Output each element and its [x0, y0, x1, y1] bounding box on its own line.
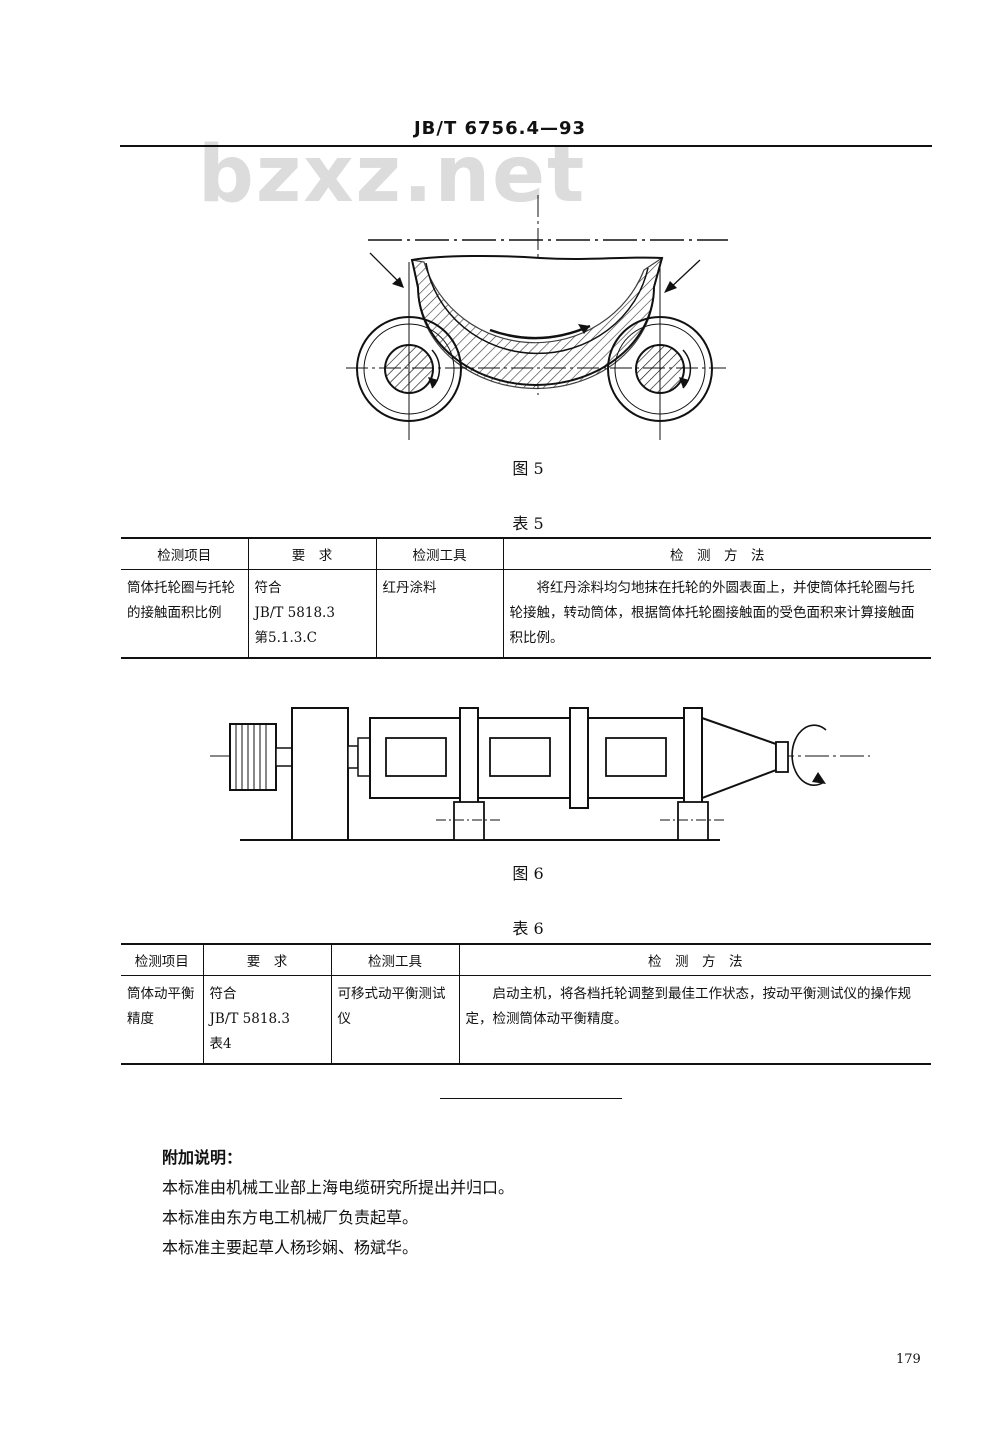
cell-item: 筒体托轮圈与托轮的接触面积比例: [121, 569, 248, 659]
cell-method: 将红丹涂料均匀地抹在托轮的外圆表面上，并使筒体托轮圈与托轮接触，转动筒体，根据筒…: [502, 569, 931, 659]
header-tool: 检测工具: [330, 943, 459, 976]
cell-tool: 可移式动平衡测试仪: [330, 975, 459, 1065]
drum-cone: [701, 716, 777, 800]
requirement-line: 表4: [209, 1036, 232, 1052]
notes-line: 本标准由机械工业部上海电缆研究所提出并归口。: [162, 1178, 515, 1197]
notes-line: 本标准主要起草人杨珍娴、杨斌华。: [162, 1238, 419, 1257]
requirement-line: 第5.1.3.C: [254, 630, 317, 646]
cell-method: 启动主机，将各档托轮调整到最佳工作状态，按动平衡测试仪的操作规定，检测筒体动平衡…: [458, 975, 931, 1065]
cell-requirement: 符合 JB/T 5818.3 表4: [202, 975, 331, 1065]
support-roller: [453, 801, 485, 841]
notes-line: 本标准由东方电工机械厂负责起草。: [162, 1208, 419, 1227]
drive-pulley: [229, 723, 277, 791]
cell-tool: 红丹涂料: [375, 569, 503, 659]
drum-rotation-arrow: [489, 324, 591, 340]
table-header-row: 检测项目 要 求 检测工具 检 测 方 法: [121, 537, 931, 570]
right-roller: [607, 316, 713, 422]
table-6: 检测项目 要 求 检测工具 检 测 方 法 筒体动平衡精度 符合 JB/T 58…: [121, 943, 931, 1065]
header-item: 检测项目: [121, 943, 203, 976]
left-roller-shaft: [384, 344, 434, 394]
table-6-caption: 表 6: [512, 919, 544, 938]
header-tool: 检测工具: [375, 537, 503, 570]
drum-window: [385, 737, 447, 777]
table-header-row: 检测项目 要 求 检测工具 检 测 方 法: [121, 943, 931, 976]
right-roller-shaft: [635, 344, 685, 394]
support-ring: [459, 707, 479, 809]
table-row: 筒体动平衡精度 符合 JB/T 5818.3 表4 可移式动平衡测试仪 启动主机…: [121, 975, 931, 1065]
drum-window: [605, 737, 667, 777]
table-5-caption: 表 5: [512, 514, 544, 533]
figure-5-caption: 图 5: [512, 459, 544, 478]
rotation-arrow: [791, 724, 827, 787]
page-number: 179: [896, 1352, 921, 1367]
requirement-line: JB/T 5818.3: [254, 605, 335, 621]
additional-notes: 附加说明： 本标准由机械工业部上海电缆研究所提出并归口。 本标准由东方电工机械厂…: [162, 1143, 514, 1263]
support-ring: [569, 707, 589, 809]
table-row: 筒体托轮圈与托轮的接触面积比例 符合 JB/T 5818.3 第5.1.3.C …: [121, 569, 931, 659]
cell-item: 筒体动平衡精度: [121, 975, 203, 1065]
requirement-line: 符合: [254, 580, 282, 596]
figure-6-drawing: [210, 707, 870, 841]
header-requirement: 要 求: [202, 943, 331, 976]
requirement-line: 符合: [209, 986, 237, 1002]
drum-window: [489, 737, 551, 777]
figure-5-drawing: [346, 195, 728, 440]
left-roller: [356, 316, 462, 422]
gearbox-housing: [291, 707, 349, 841]
notes-title: 附加说明：: [162, 1148, 243, 1167]
header-method: 检 测 方 法: [502, 537, 931, 570]
requirement-line: JB/T 5818.3: [209, 1011, 290, 1027]
header-rule: [120, 145, 932, 147]
figure-6-caption: 图 6: [512, 864, 544, 883]
support-ring: [683, 707, 703, 809]
cell-requirement: 符合 JB/T 5818.3 第5.1.3.C: [247, 569, 376, 659]
header-item: 检测项目: [121, 537, 248, 570]
left-force-arrow: [369, 252, 403, 286]
drum-ring-hatch: [411, 256, 664, 390]
end-rule: [440, 1098, 622, 1099]
table-5: 检测项目 要 求 检测工具 检 测 方 法 筒体托轮圈与托轮的接触面积比例 符合…: [121, 537, 931, 659]
standard-code: JB/T 6756.4—93: [413, 118, 587, 139]
support-roller: [677, 801, 709, 841]
drum-inner-edge: [425, 262, 649, 355]
header-requirement: 要 求: [247, 537, 376, 570]
header-method: 检 测 方 法: [458, 943, 931, 976]
